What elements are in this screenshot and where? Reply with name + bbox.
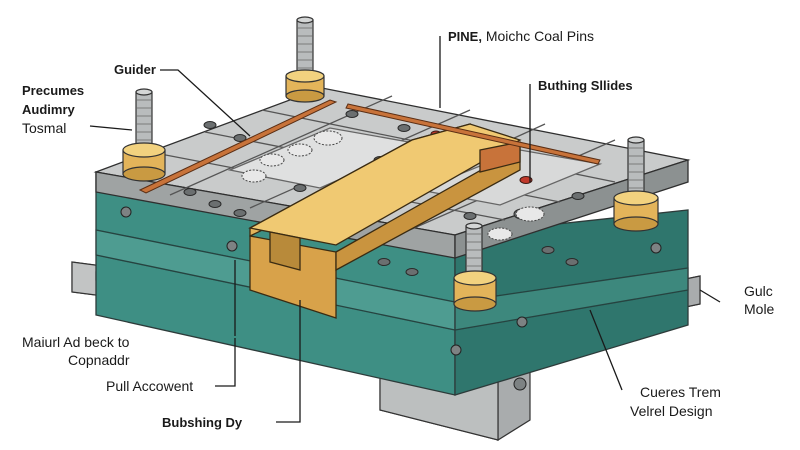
label-maiurl-line1: Maiurl Ad beck to [22, 334, 130, 350]
label-maiurl-line2: Copnaddr [68, 352, 130, 368]
label-precumes: Precumes [22, 83, 85, 98]
guide-pin-back [285, 16, 325, 103]
leader-lines [89, 36, 721, 423]
label-audimry: Audimry [22, 102, 75, 117]
label-pull-accowent: Pull Accowent [106, 378, 194, 394]
label-guider: Guider [114, 62, 156, 77]
label-pine-rest: Moichc Coal Pins [481, 28, 595, 44]
label-pine-moichc-coal-pins: PINE, Moichc Coal Pins [448, 28, 594, 45]
guide-pin-front [453, 222, 497, 312]
guide-pin-left [122, 88, 166, 182]
label-buthing-slides: Buthing Sllides [538, 78, 633, 93]
patterned-cavities [241, 130, 545, 241]
brass-slide [248, 123, 522, 319]
label-tosmal: Tosmal [22, 120, 67, 136]
label-gulc: Gulc [744, 283, 773, 299]
label-velrel-design: Velrel Design [630, 403, 713, 419]
label-mole: Mole [744, 301, 775, 317]
label-bubshing-dy: Bubshing Dy [162, 415, 243, 430]
rust-strips [138, 99, 601, 194]
label-cueres-trem: Cueres Trem [640, 384, 721, 400]
label-pine-bold: PINE, [448, 29, 482, 44]
guide-pin-right [613, 136, 659, 232]
side-screws [120, 206, 662, 391]
